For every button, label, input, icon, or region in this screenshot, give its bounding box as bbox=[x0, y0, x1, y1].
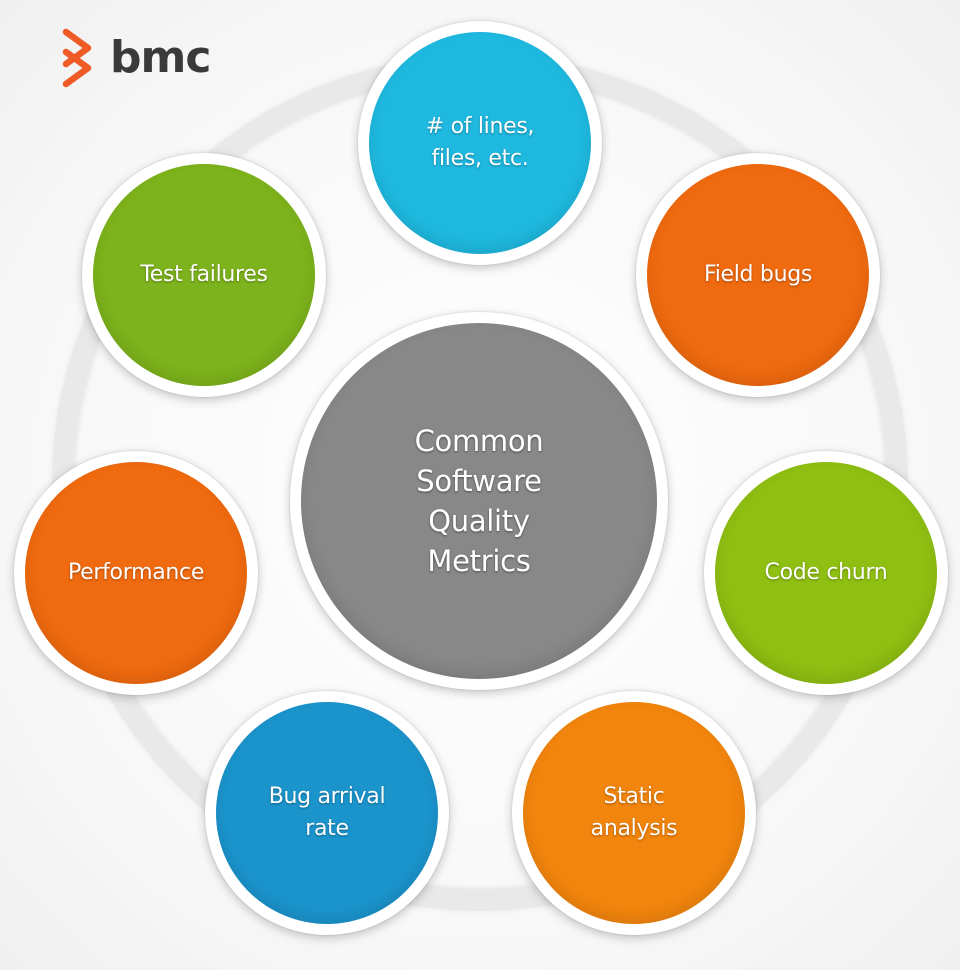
center-label: Common Software Quality Metrics bbox=[414, 424, 544, 578]
metric-disc-performance: Performance bbox=[25, 462, 247, 684]
metric-node-code-churn: Code churn bbox=[704, 451, 948, 695]
metric-node-test-failures: Test failures bbox=[82, 153, 326, 397]
bmc-chevron-icon bbox=[62, 28, 92, 88]
center-disc: Common Software Quality Metrics bbox=[301, 323, 657, 679]
metric-label-code-churn: Code churn bbox=[764, 560, 888, 585]
metric-disc-field-bugs: Field bugs bbox=[647, 164, 869, 386]
bmc-logo: bmc bbox=[62, 26, 211, 90]
metric-node-static-analysis: Static analysis bbox=[512, 691, 756, 935]
metric-label-performance: Performance bbox=[67, 560, 205, 585]
metric-disc-bug-arrival-rate: Bug arrival rate bbox=[216, 702, 438, 924]
metric-disc-lines-files: # of lines, files, etc. bbox=[369, 32, 591, 254]
metric-node-performance: Performance bbox=[14, 451, 258, 695]
metric-disc-test-failures: Test failures bbox=[93, 164, 315, 386]
metric-node-field-bugs: Field bugs bbox=[636, 153, 880, 397]
metric-node-lines-files: # of lines, files, etc. bbox=[358, 21, 602, 265]
metric-disc-static-analysis: Static analysis bbox=[523, 702, 745, 924]
center-node: Common Software Quality Metrics bbox=[290, 312, 668, 690]
metric-label-test-failures: Test failures bbox=[140, 262, 268, 287]
metric-label-lines-files: # of lines, files, etc. bbox=[425, 114, 535, 171]
bmc-logo-text: bmc bbox=[110, 32, 211, 83]
metric-label-field-bugs: Field bugs bbox=[703, 262, 813, 287]
metric-label-bug-arrival-rate: Bug arrival rate bbox=[268, 784, 386, 841]
metric-disc-code-churn: Code churn bbox=[715, 462, 937, 684]
metric-label-static-analysis: Static analysis bbox=[590, 784, 678, 841]
metric-node-bug-arrival-rate: Bug arrival rate bbox=[205, 691, 449, 935]
